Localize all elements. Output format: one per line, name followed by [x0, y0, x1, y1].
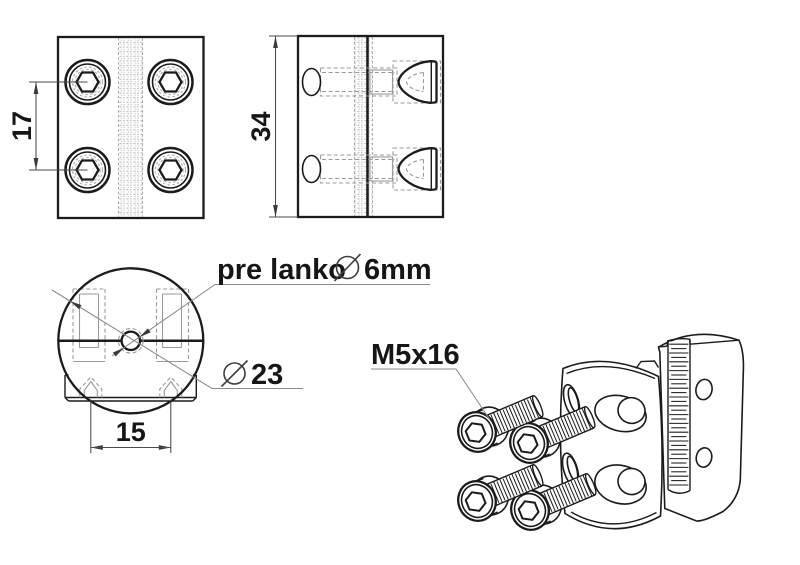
dimension-17: 17	[7, 81, 88, 171]
rear-hole-bottom	[695, 447, 713, 468]
leader-outer-dia	[51, 289, 303, 390]
screw-spec-text: M5x16	[371, 339, 460, 371]
dim-17-text: 17	[7, 111, 37, 141]
thread-strip-side	[354, 37, 373, 216]
dome-head	[397, 60, 438, 104]
threaded-rod	[667, 341, 691, 494]
clamp-hole-top	[594, 394, 647, 433]
screw-rows-side	[301, 60, 442, 191]
cable-hole-thread	[117, 327, 144, 354]
socket-screw-iso	[457, 463, 544, 522]
axial-view: 15 pre lanko 6mm 23	[33, 36, 432, 453]
dimension-34: 34	[246, 35, 298, 218]
socket-screw-iso	[509, 405, 596, 464]
screw-row-side	[301, 60, 442, 104]
screw-spec-label: M5x16	[371, 339, 491, 421]
cable-hole-label: pre lanko 6mm	[217, 253, 432, 286]
top-notch	[635, 360, 660, 369]
front-view: 17	[7, 35, 205, 220]
side-view: 34	[246, 34, 445, 219]
diameter-icon	[333, 253, 362, 282]
isometric-assembly: M5x16	[371, 333, 745, 531]
dimension-arrows	[33, 36, 278, 450]
socket-screws-iso	[457, 394, 597, 531]
thread-strip	[118, 38, 143, 217]
socket-screw-iso	[510, 472, 597, 531]
dim-15-text: 15	[116, 417, 146, 447]
clamp-hole-bottom	[594, 464, 647, 505]
diameter-icon	[220, 359, 249, 388]
cable-label-text: pre lanko	[217, 254, 346, 286]
rear-top-face	[657, 337, 740, 348]
screw-row-side	[301, 147, 442, 191]
side-slot-top	[562, 383, 581, 419]
dome-head	[397, 147, 438, 191]
socket-screw-iso	[457, 394, 544, 453]
outer-dia-text: 23	[251, 359, 283, 391]
socket-screw-front	[147, 58, 194, 106]
rear-hole-top	[695, 378, 713, 401]
cable-dia-text: 6mm	[364, 254, 432, 286]
outer-diameter-circle	[57, 267, 205, 415]
dimension-15: 15	[90, 399, 172, 453]
outer-dia-label: 23	[220, 359, 283, 391]
socket-screw-front	[147, 146, 194, 194]
dim-34-text: 34	[246, 111, 276, 141]
